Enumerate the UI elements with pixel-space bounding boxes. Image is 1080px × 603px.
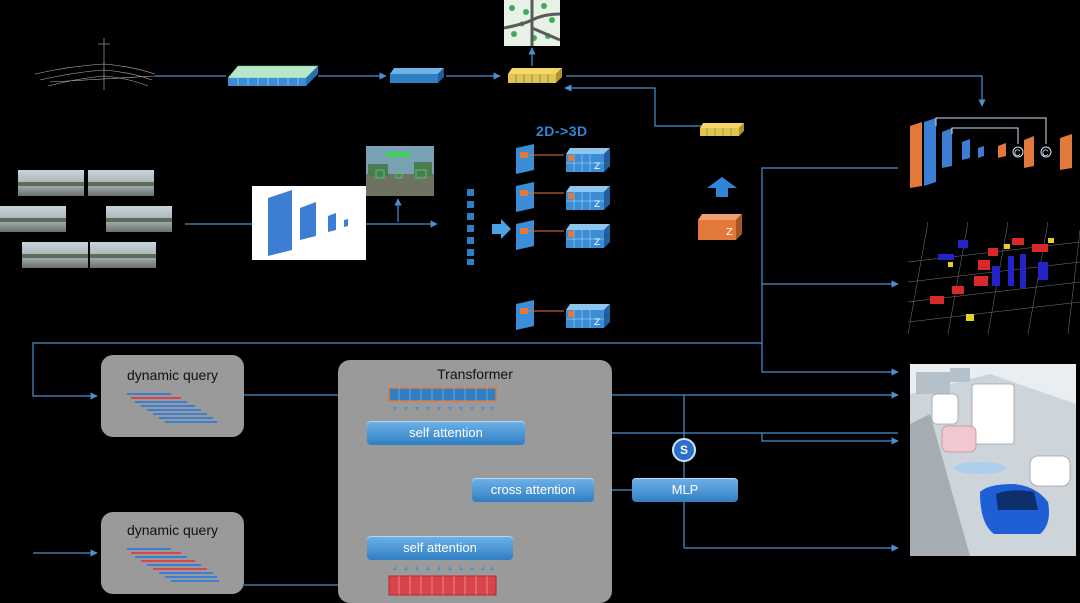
driving-scene-icon (910, 364, 1076, 556)
detection-image-icon (366, 146, 434, 196)
arrow-up-icon (707, 177, 737, 197)
query-lines-icon (127, 548, 219, 582)
query-tokens-bottom (388, 566, 497, 596)
lift-row-3: Z (516, 220, 610, 250)
bev-feature-block-icon (390, 68, 444, 83)
voxel-feature-grid-icon (227, 65, 319, 86)
camera-images-icon (0, 170, 172, 268)
dynamic-query-panel-top: dynamic query (101, 355, 244, 437)
depth-voxel-icon: Z (698, 214, 742, 240)
cross-attention-block: cross attention (472, 478, 594, 502)
query-lines-icon (127, 393, 217, 423)
dynamic-query-panel-bottom: dynamic query (101, 512, 244, 594)
fused-bev-block-icon (508, 68, 562, 83)
2d-to-3d-label: 2D->3D (536, 123, 588, 139)
mlp-block: MLP (632, 478, 738, 502)
road-map-icon (504, 0, 560, 46)
lift-row-2: Z (516, 182, 610, 212)
lidar-pointcloud-icon (34, 38, 156, 90)
transformer-title: Transformer (437, 366, 513, 382)
image-token-column-icon (467, 189, 474, 265)
svg-text:Z: Z (726, 227, 733, 238)
self-attention-block-top: self attention (367, 421, 525, 445)
query-tokens-top (388, 387, 497, 411)
s-node: S (672, 438, 696, 462)
3d-occupancy-icon (908, 222, 1080, 334)
self-attention-block-bottom: self attention (367, 536, 513, 560)
svg-text:C: C (1014, 148, 1021, 158)
dynamic-query-label-top: dynamic query (126, 367, 219, 383)
arrow-right-icon (492, 219, 511, 239)
z-label: Z (594, 238, 600, 248)
dynamic-query-label-bottom: dynamic query (126, 522, 219, 538)
z-label: Z (594, 200, 600, 210)
z-label: Z (594, 162, 600, 172)
lift-row-1: Z (516, 144, 610, 174)
lift-row-4: Z (516, 300, 610, 330)
svg-text:C: C (1042, 148, 1049, 158)
cnn-backbone-icon (252, 186, 366, 260)
unet-decoder-icon: C C (910, 117, 1072, 188)
z-label: Z (594, 318, 600, 328)
camera-bev-block-icon (700, 123, 744, 136)
